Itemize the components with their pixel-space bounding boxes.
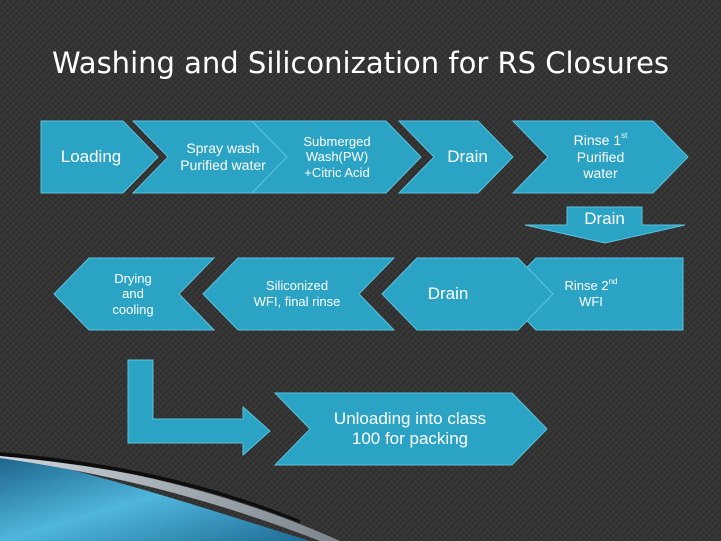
rinse-1-line-3: water — [583, 165, 618, 182]
siliconized-line-1: Siliconized — [265, 278, 329, 294]
rinse-2-line-2: WFI — [579, 294, 603, 309]
loading-arrow — [40, 120, 159, 194]
drying-line-2: and — [122, 286, 144, 302]
drain-arrow-1 — [397, 120, 514, 194]
submerged-line-2: Wash(PW) — [305, 149, 369, 165]
drain-down-label: Drain — [567, 207, 642, 231]
drying-arrow — [53, 257, 216, 331]
drain-1-label: Drain — [430, 121, 505, 193]
siliconized-line-2: WFI, final rinse — [253, 294, 341, 309]
spray-wash-line-1: Spray wash — [186, 140, 260, 157]
drain-arrow-2 — [381, 257, 554, 331]
rinse-1-line-2: Purified — [576, 148, 625, 165]
drying-line-1: Drying — [114, 270, 152, 286]
unloading-label: Unloading into class 100 for packing — [310, 393, 510, 465]
drain-1-text: Drain — [447, 146, 488, 166]
rinse-1-arrow — [511, 120, 689, 194]
rinse-2-line-1: Rinse 2nd — [565, 278, 618, 294]
rinse-1-label: Rinse 1st Purified water — [548, 121, 653, 193]
drying-label: Drying and cooling — [92, 258, 174, 330]
siliconized-label: Siliconized WFI, final rinse — [232, 258, 362, 330]
swoosh-silver — [0, 452, 340, 541]
rinse-2-label: Rinse 2nd WFI — [536, 258, 646, 330]
spray-wash-label: Spray wash Purified water — [168, 121, 278, 193]
rinse-1-superscript: st — [621, 131, 628, 141]
slide-title: Washing and Siliconization for RS Closur… — [51, 46, 670, 80]
rinse-2-prefix: Rinse 2 — [564, 278, 609, 294]
drain-2-label: Drain — [412, 258, 484, 330]
rinse-2-superscript: nd — [608, 277, 618, 287]
submerged-line-3: +Citric Acid — [304, 164, 370, 180]
swoosh-blue — [0, 452, 310, 541]
drying-line-3: cooling — [112, 301, 154, 317]
drain-down-arrow — [524, 206, 686, 244]
drain-down-text: Drain — [584, 208, 625, 228]
spray-wash-line-2: Purified water — [180, 157, 266, 173]
rinse-1-prefix: Rinse 1 — [573, 131, 622, 148]
submerged-wash-label: Submerged Wash(PW) +Citric Acid — [282, 121, 392, 193]
unloading-arrow — [273, 392, 548, 466]
loading-label: Loading — [41, 121, 141, 193]
submerged-wash-arrow — [250, 120, 422, 194]
drain-2-text: Drain — [427, 283, 469, 303]
loading-text: Loading — [60, 146, 122, 166]
submerged-line-1: Submerged — [303, 133, 371, 149]
unloading-line-1: Unloading into class — [333, 408, 487, 428]
rinse-1-line-1: Rinse 1st — [574, 132, 628, 149]
bent-connector-arrow — [127, 359, 271, 457]
siliconized-arrow — [202, 257, 396, 331]
unloading-line-2: 100 for packing — [351, 429, 469, 448]
